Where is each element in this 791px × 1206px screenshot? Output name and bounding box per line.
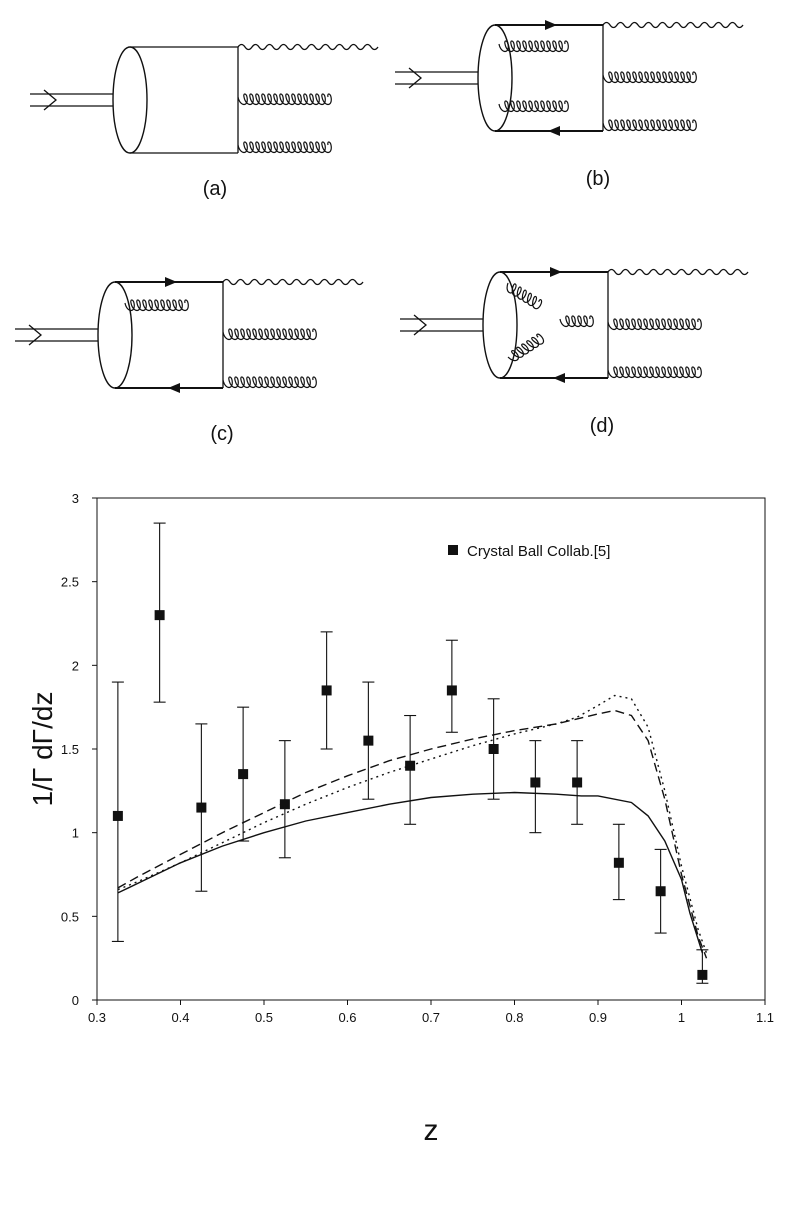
bound-state-blob [482,271,518,379]
data-point [153,522,166,703]
marker-square [655,886,666,897]
gluon-line [602,119,697,132]
gluon-line [222,376,317,389]
gluon-line [237,93,332,106]
marker-square [279,799,290,810]
y-tick-label: 2 [72,658,79,673]
arrow-left-icon [168,383,180,393]
inner-gluon-line [498,100,569,113]
y-tick-label: 0.5 [61,909,79,924]
marker-square [154,610,165,621]
feynman-diagrams: (a) (b) (c) (d) [15,20,749,445]
y-axis-label: 1/Γ dΓ/dz [27,692,58,807]
marker-square [196,802,207,813]
data-point [237,706,250,842]
data-point [278,740,291,859]
legend: Crystal Ball Collab.[5] [448,543,610,560]
inner-gluon-line [506,282,543,310]
gluon-line [607,318,702,331]
data-point [362,681,375,800]
photon-line [222,278,364,286]
diagram-label: (a) [203,178,227,200]
gluon-line [237,141,332,154]
data-point [529,740,542,834]
data-point [612,823,625,901]
x-tick-label: 0.8 [505,1010,523,1025]
x-tick-label: 1 [678,1010,685,1025]
data-point [404,714,417,825]
bound-state-blob [112,46,148,154]
x-tick-label: 0.6 [338,1010,356,1025]
inner-gluon-line [124,299,189,312]
x-tick-label: 1.1 [756,1010,774,1025]
arrow-right-icon [165,277,177,287]
y-tick-label: 3 [72,491,79,506]
gluon-line [222,328,317,341]
y-axis: 0 0.5 1 1.5 2 2.5 3 [61,491,97,1008]
gluon-line [607,366,702,379]
arrow-left-icon [553,373,565,383]
arrow-icon [408,67,423,89]
dotted-curve [117,694,708,954]
data-point [445,639,458,733]
marker-square [613,857,624,868]
legend-label: Crystal Ball Collab.[5] [467,543,610,560]
diagram-d [400,267,749,383]
marker-square [112,810,123,821]
data-point [571,740,584,825]
data-points [111,522,709,984]
marker-square [405,760,416,771]
photon-line [237,43,379,51]
marker-square [572,777,583,788]
x-tick-label: 0.4 [171,1010,189,1025]
marker-square [446,685,457,696]
y-tick-label: 1.5 [61,742,79,757]
diagram-b [395,20,744,136]
data-point [696,949,709,984]
legend-marker-square [448,545,458,555]
arrow-right-icon [550,267,562,277]
marker-square [238,769,249,780]
dashed-curve [117,709,708,959]
photon-line [607,268,749,276]
diagram-label: (d) [590,415,614,437]
inner-gluon-line [498,40,569,53]
diagram-label: (b) [586,168,610,190]
x-tick-label: 0.5 [255,1010,273,1025]
data-point [320,631,333,750]
x-axis: 0.3 0.4 0.5 0.6 0.7 0.8 0.9 1 1.1 [88,1000,774,1025]
diagram-label: (c) [210,423,233,445]
y-tick-label: 2.5 [61,575,79,590]
arrow-icon [28,324,43,346]
y-tick-label: 0 [72,993,79,1008]
inner-gluon-line [507,333,545,362]
diagram-c [15,277,364,393]
marker-square [321,685,332,696]
photon-line [602,21,744,29]
y-tick-label: 1 [72,826,79,841]
x-axis-label: z [424,1114,439,1147]
data-point [195,723,208,892]
data-point [654,848,667,934]
marker-square [488,744,499,754]
marker-square [363,735,374,746]
x-tick-label: 0.3 [88,1010,106,1025]
arrow-left-icon [548,126,560,136]
arrow-icon [413,314,428,336]
diagram-a [30,43,379,154]
arrow-icon [43,89,58,111]
data-point [111,681,124,942]
bound-state-blob [97,281,133,389]
marker-square [530,777,541,788]
data-point [487,698,500,800]
x-tick-label: 0.9 [589,1010,607,1025]
inner-gluon-line [559,315,594,328]
arrow-right-icon [545,20,557,30]
marker-square [697,969,708,980]
x-tick-label: 0.7 [422,1010,440,1025]
theory-curves [117,694,708,959]
gluon-line [602,71,697,84]
